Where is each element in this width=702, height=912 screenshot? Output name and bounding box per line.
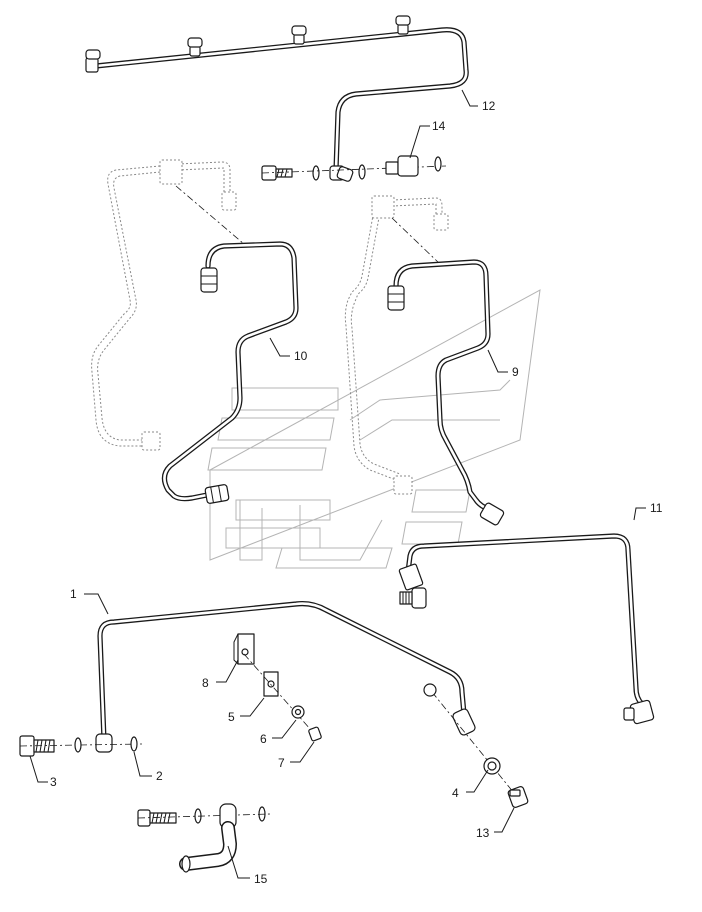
ghost-pipe-center <box>344 195 449 495</box>
part-12-leak-off-line <box>85 15 469 182</box>
part-8-clip <box>233 633 255 665</box>
callout-5: 5 <box>228 710 235 724</box>
callout-1: 1 <box>70 587 77 601</box>
part-14-fitting <box>385 155 442 177</box>
part-11-line <box>398 533 655 725</box>
callout-8: 8 <box>202 676 209 690</box>
callout-13: 13 <box>476 826 490 840</box>
leader-lines <box>29 89 646 879</box>
callout-2: 2 <box>156 769 163 783</box>
part-9-injection-line <box>387 259 505 526</box>
callout-7: 7 <box>278 756 285 770</box>
part-3-banjo-bolt <box>19 735 143 757</box>
callout-4: 4 <box>452 786 459 800</box>
part-1-line <box>95 601 519 799</box>
callout-10: 10 <box>294 349 308 363</box>
part-7-bolt <box>308 726 322 742</box>
part-10-injection-line <box>161 241 299 504</box>
part-2-sealing-washer <box>74 736 138 753</box>
ghost-pipe-left <box>91 159 245 451</box>
callout-11: 11 <box>650 501 663 515</box>
callout-14: 14 <box>432 119 446 133</box>
part-4-washer <box>423 683 501 775</box>
callout-12: 12 <box>482 99 496 113</box>
callout-9: 9 <box>512 365 519 379</box>
part-15-leak-off-assembly <box>137 803 271 873</box>
callout-15: 15 <box>254 872 268 886</box>
part-13-plug <box>507 786 529 808</box>
part-5-clip <box>243 653 319 739</box>
callout-3: 3 <box>50 775 57 789</box>
part-6-washer <box>291 705 305 719</box>
callout-6: 6 <box>260 732 267 746</box>
watermark-logo <box>207 289 541 569</box>
callouts: 1 2 3 4 5 6 7 8 9 10 11 12 13 14 15 <box>50 99 663 886</box>
